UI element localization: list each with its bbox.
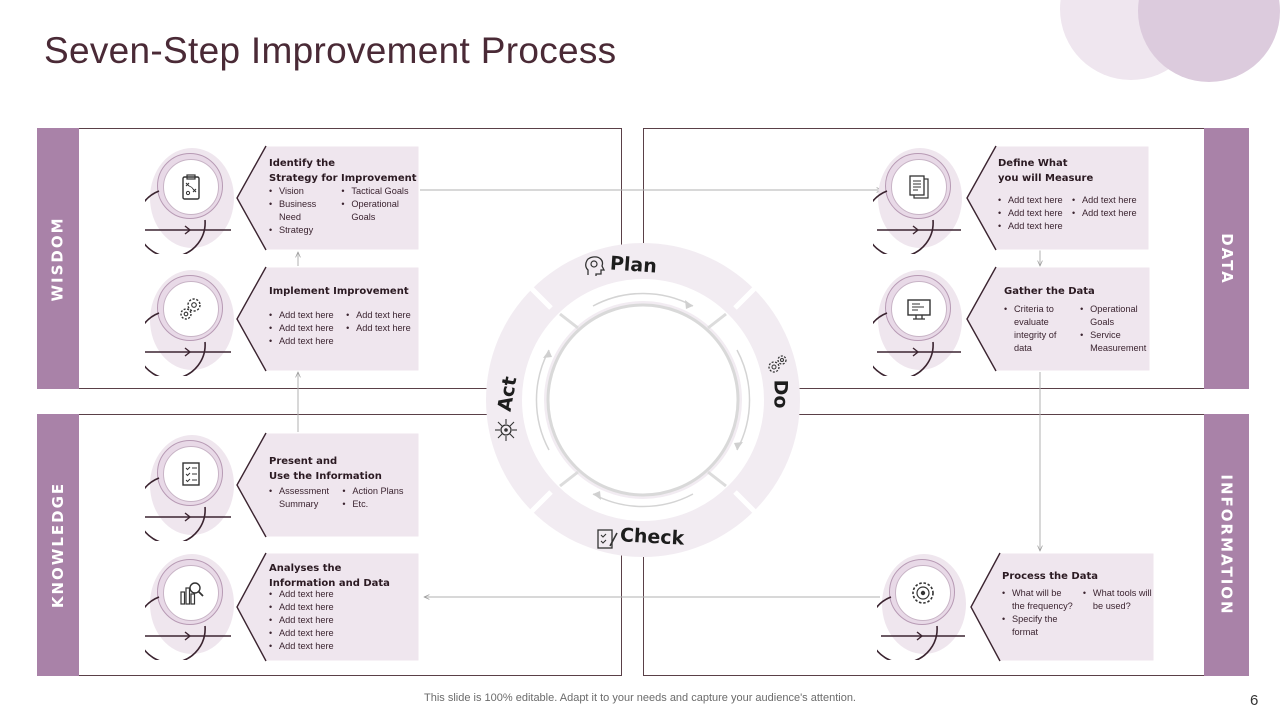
list-item: Vision [269,185,333,198]
checklist-pen-icon [597,529,618,549]
list-item: Strategy [269,224,333,237]
list-item: Action Plans [342,485,417,498]
monitor-icon [907,299,931,320]
list-item: Specify the format [1002,613,1075,639]
card-implement-improvement: Implement Improvement Add text here Add … [236,266,420,372]
section-label-wisdom: WISDOM [49,215,67,302]
list-item: Add text here [269,309,338,322]
list-item: Add text here [269,627,399,640]
list-item: Criteria to evaluate integrity of data [1004,303,1070,355]
wheel-label-act: Act [493,374,522,414]
card-title-line1: Process the Data [1002,571,1098,582]
section-label-data: DATA [1217,232,1236,285]
icon-circle-present [145,431,235,541]
card-title-line2: Strategy for Improvement [269,173,417,184]
list-item: Business Need [269,198,333,224]
gears-icon [180,298,201,320]
list-item: Assessment Summary [269,485,334,511]
gears-stage-icon [768,355,787,373]
head-gear-icon [585,256,606,276]
card-gather-data: Gather the Data Criteria to evaluate int… [966,266,1151,372]
list-item: Service Measurement [1080,329,1150,355]
list-item: Add text here [998,220,1068,233]
checklist-icon [182,462,200,486]
list-item: Add text here [269,601,399,614]
icon-circle-gather [873,266,963,376]
list-item: Add text here [269,640,399,653]
card-present-information: Present and Use the Information Assessme… [236,432,420,538]
icon-circle-process [877,550,967,660]
list-item: Add text here [998,207,1068,220]
page-number: 6 [1250,692,1259,709]
icon-circle-identify [145,144,235,254]
card-define-measure: Define What you will Measure Add text he… [966,145,1150,251]
list-item: Operational Goals [341,198,417,224]
list-item: Add text here [269,614,399,627]
list-item: Add text here [346,322,417,335]
icon-circle-define [873,144,963,254]
card-title-line1: Implement Improvement [269,286,409,297]
list-item: What tools will be used? [1083,587,1154,613]
list-item: Add text here [998,194,1068,207]
sidebar-data: DATA [1204,128,1249,389]
list-item: What will be the frequency? [1002,587,1075,613]
card-title-line2: you will Measure [998,173,1094,184]
sidebar-information: INFORMATION [1204,414,1249,676]
footer-note: This slide is 100% editable. Adapt it to… [424,692,856,704]
cog-target-icon [912,582,934,604]
icon-circle-analyses [145,550,235,660]
list-item: Tactical Goals [341,185,417,198]
section-label-knowledge: KNOWLEDGE [49,481,68,609]
wheel-label-do: Do [769,379,792,409]
card-title-line2: Use the Information [269,471,382,482]
card-title-line1: Identify the [269,158,336,169]
documents-icon [909,175,929,199]
list-item: Operational Goals [1080,303,1150,329]
wheel-label-plan: Plan [609,252,658,278]
list-item: Add text here [269,322,338,335]
card-title-line1: Define What [998,158,1068,169]
card-title-line1: Analyses the [269,563,342,574]
list-item: Etc. [342,498,417,511]
slide-title: Seven-Step Improvement Process [44,30,617,71]
list-item: Add text here [1072,194,1148,207]
card-title-line2: Information and Data [269,578,390,589]
icon-circle-implement [145,266,235,376]
list-item: Add text here [346,309,417,322]
clipboard-strategy-icon [182,174,200,200]
card-analyses-information: Analyses the Information and Data Add te… [236,552,420,662]
chart-magnifier-icon [180,582,204,605]
list-item: Add text here [1072,207,1148,220]
section-label-information: INFORMATION [1217,474,1236,616]
sidebar-wisdom: WISDOM [37,128,79,389]
list-item: Add text here [269,588,399,601]
card-process-data: Process the Data What will be the freque… [970,552,1155,662]
network-target-icon [495,419,517,441]
card-title-line1: Present and [269,456,338,467]
sidebar-knowledge: KNOWLEDGE [37,414,79,676]
list-item: Add text here [269,335,338,348]
wheel-label-check: Check [619,524,685,550]
card-identify-strategy: Identify the Strategy for Improvement Vi… [236,145,420,251]
card-title-line1: Gather the Data [1004,286,1095,297]
